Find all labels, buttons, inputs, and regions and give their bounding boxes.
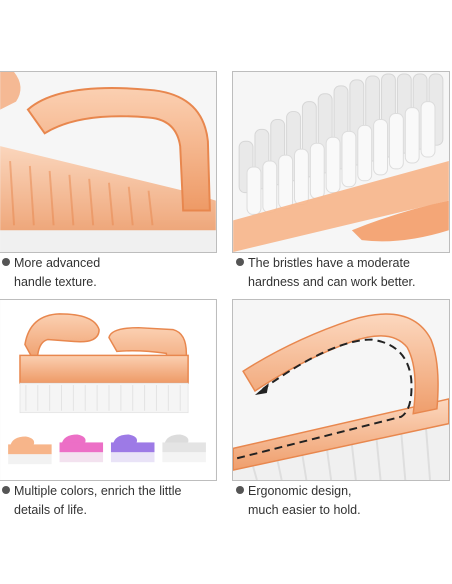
- caption-line1: The bristles have a moderate: [248, 256, 410, 270]
- caption-line2: much easier to hold.: [248, 503, 361, 517]
- variant-pink: [59, 434, 104, 463]
- bullet-icon: [2, 258, 10, 266]
- caption-multiple-colors: Multiple colors, enrich the little detai…: [2, 482, 217, 520]
- color-variants-image: [0, 300, 216, 480]
- bullet-icon: [2, 486, 10, 494]
- caption-line2: details of life.: [14, 503, 87, 517]
- bullet-icon: [236, 486, 244, 494]
- caption-line1: Ergonomic design,: [248, 484, 352, 498]
- caption-ergonomic: Ergonomic design, much easier to hold.: [236, 482, 451, 520]
- photo-ergonomic-design: [232, 299, 450, 481]
- variant-orange: [8, 436, 52, 465]
- bristles-closeup-image: [233, 72, 449, 252]
- bullet-icon: [236, 258, 244, 266]
- caption-line1: More advanced: [14, 256, 101, 270]
- caption-line2: handle texture.: [14, 275, 97, 289]
- handle-closeup-image: [0, 72, 216, 252]
- caption-bristles: The bristles have a moderate hardness an…: [236, 254, 451, 292]
- variant-white: [162, 434, 206, 463]
- photo-multiple-colors: [0, 299, 217, 481]
- photo-handle-texture: [0, 71, 217, 253]
- caption-line1: Multiple colors, enrich the little: [14, 484, 182, 498]
- photo-bristles: [232, 71, 450, 253]
- caption-handle-texture: More advanced handle texture.: [2, 254, 217, 292]
- variant-purple: [110, 434, 155, 463]
- ergonomic-image: [233, 300, 449, 480]
- caption-line2: hardness and can work better.: [248, 275, 416, 289]
